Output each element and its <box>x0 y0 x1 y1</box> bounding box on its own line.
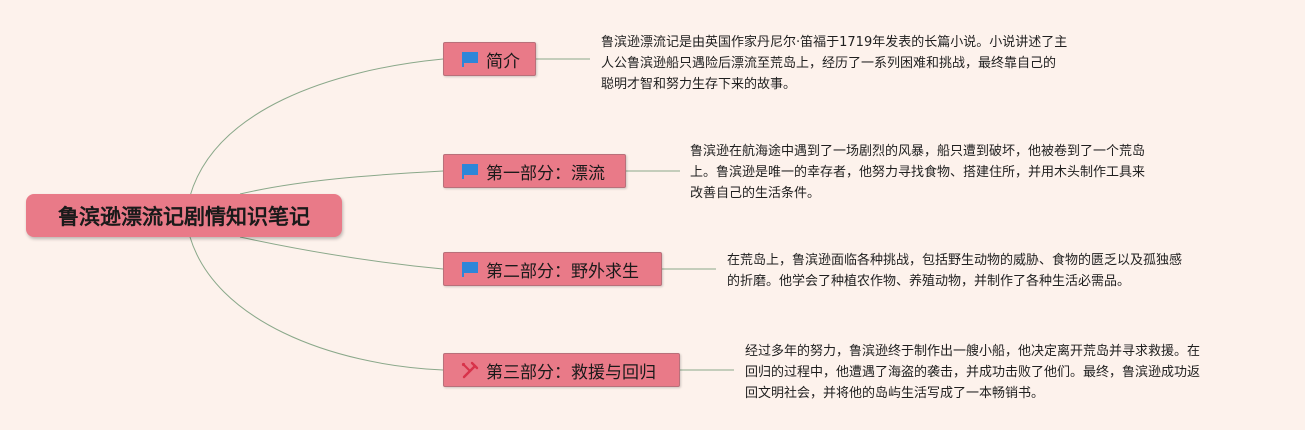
branch-note: 鲁滨逊在航海途中遇到了一场剧烈的风暴，船只遭到破坏，他被卷到了一个荒岛 上。鲁滨… <box>690 144 1146 201</box>
root-title: 鲁滨逊漂流记剧情知识笔记 <box>58 204 310 229</box>
branch-label: 第三部分：救援与回归 <box>486 362 656 383</box>
flag-icon <box>462 52 478 67</box>
branch-note: 经过多年的努力，鲁滨逊终于制作出一艘小船，他决定离开荒岛并寻求救援。在 回归的过… <box>745 344 1201 401</box>
flag-icon <box>462 164 478 179</box>
flag-icon <box>462 262 478 277</box>
root-topic[interactable]: 鲁滨逊漂流记剧情知识笔记 <box>26 194 342 237</box>
branch-part-one[interactable]: 第一部分：漂流 <box>443 154 626 188</box>
branch-label: 第一部分：漂流 <box>486 163 605 184</box>
branch-label: 第二部分：野外求生 <box>486 261 639 282</box>
branch-label: 简介 <box>486 51 520 72</box>
branch-note: 鲁滨逊漂流记是由英国作家丹尼尔·笛福于1719年发表的长篇小说。小说讲述了主 人… <box>601 35 1068 92</box>
branch-part-two[interactable]: 第二部分：野外求生 <box>443 252 662 286</box>
branch-part-three[interactable]: 第三部分：救援与回归 <box>443 353 680 387</box>
branch-note: 在荒岛上，鲁滨逊面临各种挑战，包括野生动物的威胁、食物的匮乏以及孤独感 的折磨。… <box>727 253 1183 289</box>
tools-icon <box>461 361 479 379</box>
branch-intro[interactable]: 简介 <box>443 42 536 76</box>
